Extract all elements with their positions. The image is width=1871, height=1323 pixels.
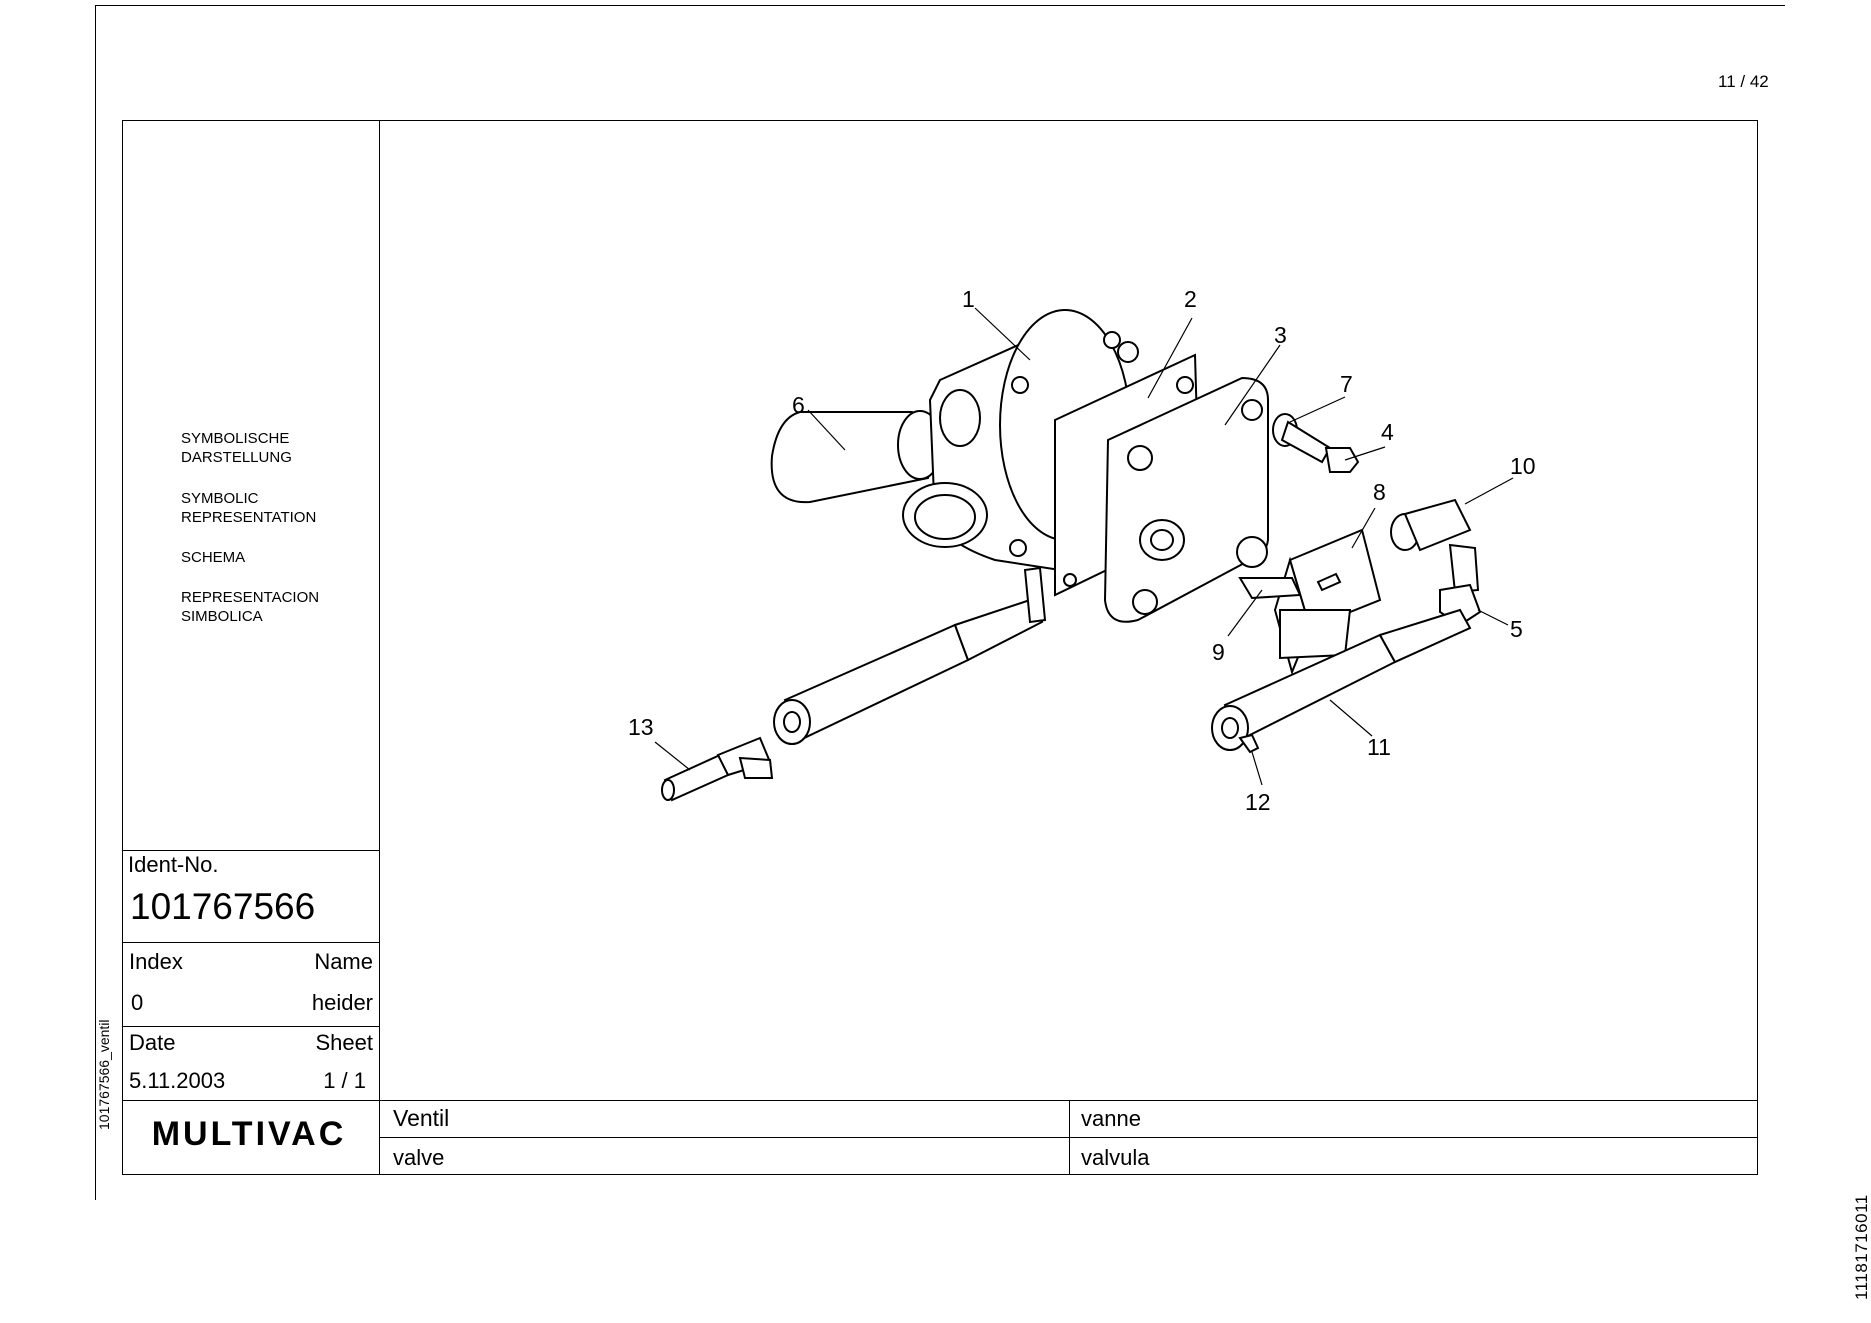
- part-11-tube-right: [1211, 608, 1472, 751]
- leader-8: [1351, 507, 1376, 549]
- part-4-screw: [1280, 420, 1360, 473]
- tube-left: [773, 566, 1047, 745]
- title-block-line: [122, 1026, 380, 1027]
- page-left-border: [95, 5, 96, 1200]
- symbolic-label-en: SYMBOLIC REPRESENTATION: [181, 490, 317, 526]
- callout-2: 2: [1184, 286, 1197, 312]
- callout-11: 11: [1367, 734, 1391, 760]
- date-label: Date: [129, 1030, 176, 1055]
- page-number: 11 / 42: [1718, 72, 1769, 91]
- index-label: Index: [129, 949, 183, 974]
- callout-3: 3: [1274, 322, 1287, 348]
- title-en: valve: [393, 1145, 445, 1170]
- part-1-valve-body: [902, 309, 1139, 572]
- leader-3: [1224, 344, 1281, 426]
- title-block-divider: [1069, 1100, 1070, 1175]
- multivac-logo: MULTIVAC: [152, 1115, 347, 1151]
- drawing-frame: [122, 120, 1758, 1175]
- page-top-border: [95, 5, 1785, 6]
- part-13-t-connector: [661, 736, 774, 802]
- leader-1: [974, 307, 1031, 361]
- callout-7: 7: [1340, 371, 1353, 397]
- leader-10: [1464, 477, 1514, 505]
- ident-no-label: Ident-No.: [128, 852, 219, 877]
- callout-5: 5: [1510, 616, 1523, 642]
- leader-5: [1477, 609, 1509, 626]
- leader-11: [1329, 699, 1373, 737]
- leader-13: [654, 741, 691, 771]
- title-block-line: [122, 850, 380, 851]
- title-block-line: [122, 942, 380, 943]
- left-column-divider: [379, 120, 380, 1175]
- leader-4: [1344, 446, 1386, 461]
- multivac-logo-text: MULTIVAC: [152, 1115, 347, 1151]
- callout-9: 9: [1212, 639, 1225, 665]
- part-9-elbow: [1236, 536, 1302, 600]
- title-es: valvula: [1081, 1145, 1150, 1170]
- callout-13: 13: [628, 714, 654, 740]
- index-value: 0: [131, 990, 144, 1015]
- part-3-cover: [1103, 376, 1269, 623]
- leader-7: [1289, 396, 1346, 423]
- name-label: Name: [314, 949, 373, 974]
- callout-1: 1: [962, 286, 975, 312]
- symbolic-label-fr: SCHEMA: [181, 549, 246, 566]
- title-block-line: [122, 1100, 1758, 1101]
- title-de: Ventil: [393, 1105, 450, 1131]
- part-10-fitting: [1390, 498, 1480, 594]
- name-value: heider: [311, 990, 373, 1015]
- symbolic-label-es: REPRESENTACION SIMBOLICA: [181, 589, 320, 625]
- callout-8: 8: [1373, 479, 1386, 505]
- ident-no-value: 101767566: [130, 886, 316, 927]
- callout-6: 6: [792, 392, 805, 418]
- title-fr: vanne: [1081, 1106, 1141, 1131]
- title-block-line: [379, 1137, 1758, 1138]
- leader-2: [1147, 317, 1193, 399]
- part-12-clamp: [1238, 733, 1260, 754]
- leader-6: [807, 409, 846, 451]
- callout-12: 12: [1245, 789, 1271, 815]
- leader-9: [1227, 589, 1263, 637]
- leader-12: [1251, 751, 1263, 786]
- part-6-silencer: [770, 410, 943, 504]
- sheet-value: 1 / 1: [323, 1068, 366, 1093]
- callout-10: 10: [1510, 453, 1536, 479]
- sheet-label: Sheet: [315, 1030, 374, 1055]
- date-value: 5.11.2003: [129, 1068, 226, 1093]
- symbolic-label-de: SYMBOLISCHE DARSTELLUNG: [181, 430, 292, 466]
- callout-4: 4: [1381, 419, 1394, 445]
